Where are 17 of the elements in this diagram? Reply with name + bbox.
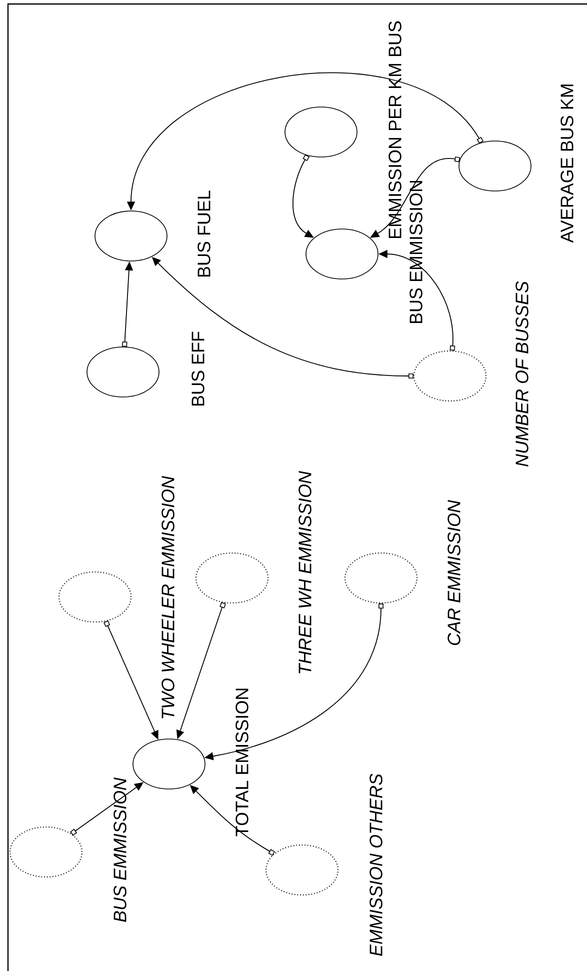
variable-label: EMMISSION PER KM BUS xyxy=(388,21,402,238)
variable-label: TWO WHEELER EMMISSION xyxy=(162,476,174,718)
variable-label: TOTAL EMISSION xyxy=(236,688,248,836)
variable-ellipse xyxy=(58,571,132,623)
variable-ellipse xyxy=(344,552,418,604)
variable-ellipse xyxy=(413,350,487,402)
variable-ellipse xyxy=(458,140,532,192)
variable-ellipse xyxy=(265,844,339,896)
variable-ellipse xyxy=(94,210,168,262)
variable-ellipse xyxy=(306,228,378,280)
variable-ellipse xyxy=(86,346,160,398)
variable-ellipse xyxy=(9,826,83,878)
variable-ellipse xyxy=(132,738,206,790)
variable-ellipse xyxy=(195,552,269,604)
variable-ellipse xyxy=(284,106,358,158)
variable-label: THREE WH EMMISSION xyxy=(298,470,312,674)
variable-label: BUS EMMISSION xyxy=(410,180,422,324)
